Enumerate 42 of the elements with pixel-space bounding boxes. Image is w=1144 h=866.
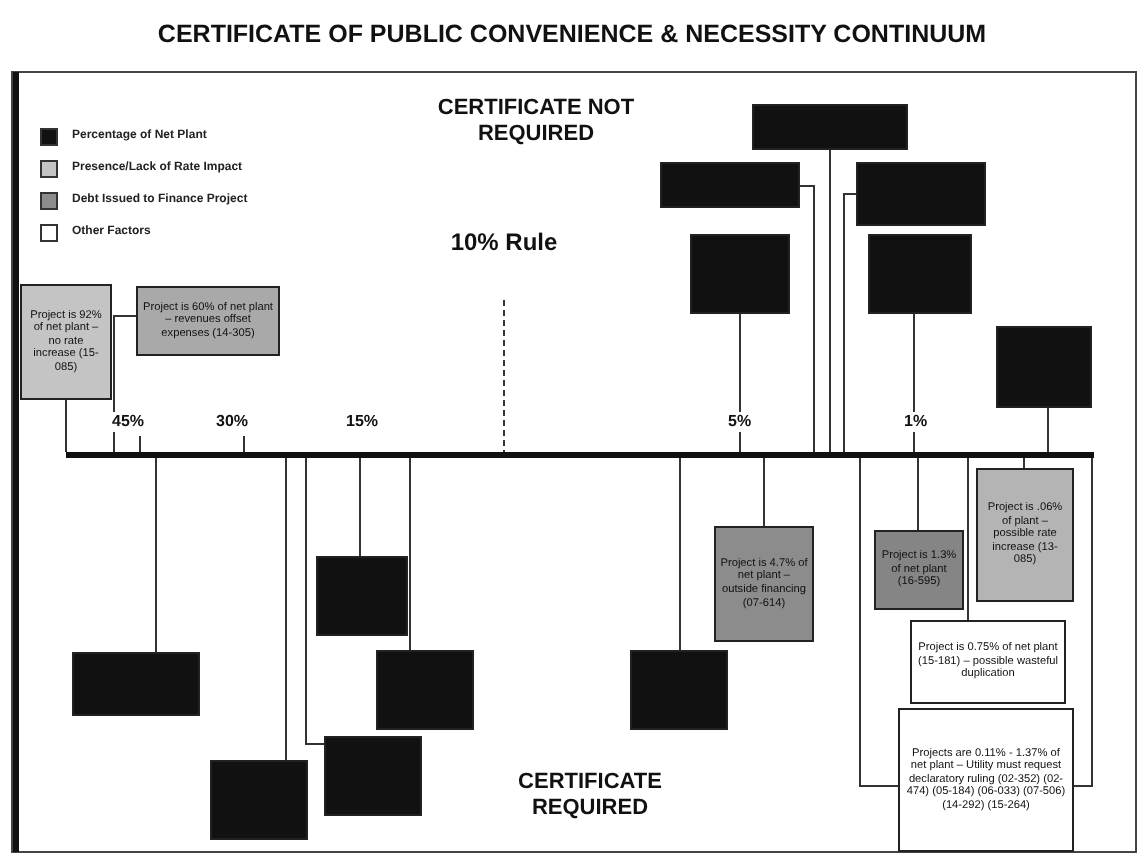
- leader-line: [763, 457, 765, 527]
- leader-line: [1073, 457, 1093, 787]
- leader-line: [679, 457, 681, 651]
- leader-line: [285, 457, 287, 761]
- leader-line: [305, 457, 325, 745]
- diagram-title: CERTIFICATE OF PUBLIC CONVENIENCE & NECESSITY CONTINUUM: [155, 20, 989, 48]
- leader-line: [409, 457, 411, 651]
- percent-label: 15%: [344, 412, 381, 432]
- leader-line: [917, 457, 919, 531]
- leader-line: [913, 313, 915, 453]
- blank-box: [316, 556, 408, 636]
- leader-line: [799, 185, 815, 453]
- blank-box: [856, 162, 986, 226]
- blank-box: [72, 652, 200, 716]
- blank-box: [996, 326, 1092, 408]
- blank-box: [660, 162, 800, 208]
- leader-line: [155, 457, 157, 653]
- leader-line: [829, 149, 831, 453]
- percent-label: 30%: [214, 412, 251, 432]
- region-label: CERTIFICATE NOT REQUIRED: [436, 96, 636, 148]
- leader-line: [859, 457, 899, 787]
- blank-box: [630, 650, 728, 730]
- percent-label: 5%: [726, 412, 754, 432]
- region-label: CERTIFICATE REQUIRED: [516, 770, 664, 822]
- leader-line: [1023, 457, 1025, 469]
- blank-box: [752, 104, 908, 150]
- leader-line: [843, 193, 857, 453]
- leader-line: [359, 457, 361, 557]
- leader-line: [113, 315, 137, 453]
- leader-line: [65, 399, 67, 453]
- blank-box: [210, 760, 308, 840]
- leader-line: [739, 313, 741, 453]
- leader-line: [1047, 407, 1049, 453]
- blank-box: [868, 234, 972, 314]
- leader-line: [967, 457, 969, 621]
- rule-label: 10% Rule: [448, 228, 560, 256]
- blank-box: [324, 736, 422, 816]
- percent-label: 45%: [110, 412, 147, 432]
- blank-box: [376, 650, 474, 730]
- percent-label: 1%: [902, 412, 930, 432]
- continuum-axis: [66, 452, 1094, 458]
- blank-box: [690, 234, 790, 314]
